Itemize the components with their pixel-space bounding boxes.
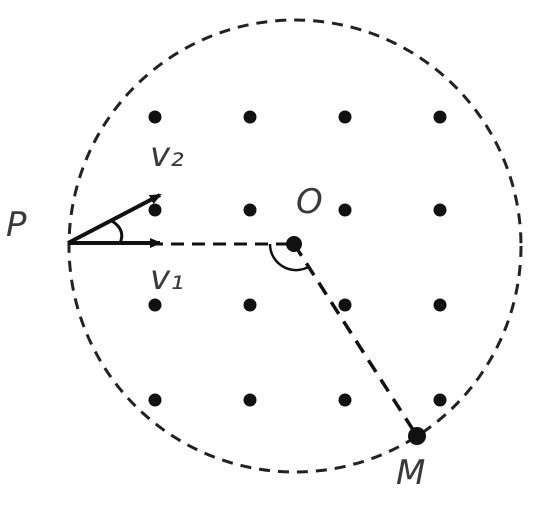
lattice-point xyxy=(433,298,447,312)
lattice-point xyxy=(243,110,257,124)
lattice-point xyxy=(338,203,352,217)
lattice-point xyxy=(243,393,257,407)
segment-o-m xyxy=(292,243,419,437)
lattice-point xyxy=(433,110,447,124)
lattice-point xyxy=(243,203,257,217)
lattice-point xyxy=(433,203,447,217)
lattice-point xyxy=(148,298,162,312)
label-v2: v₂ xyxy=(150,135,184,175)
lattice-point xyxy=(338,110,352,124)
lattice-points xyxy=(148,110,447,407)
angle-arc xyxy=(268,243,311,272)
lattice-point xyxy=(338,393,352,407)
label-p: P xyxy=(6,205,27,245)
lattice-point xyxy=(148,393,162,407)
lattice-point xyxy=(433,393,447,407)
lattice-point xyxy=(243,298,257,312)
vector-angle-arc xyxy=(111,219,124,244)
lattice-point xyxy=(148,110,162,124)
dashed-circle xyxy=(67,18,523,474)
lattice-point xyxy=(148,203,162,217)
vector-v2 xyxy=(67,193,162,245)
label-m: M xyxy=(396,453,425,493)
point-m xyxy=(408,427,426,445)
lattice-point xyxy=(338,298,352,312)
label-v1: v₁ xyxy=(150,258,184,298)
label-o: O xyxy=(296,182,323,222)
